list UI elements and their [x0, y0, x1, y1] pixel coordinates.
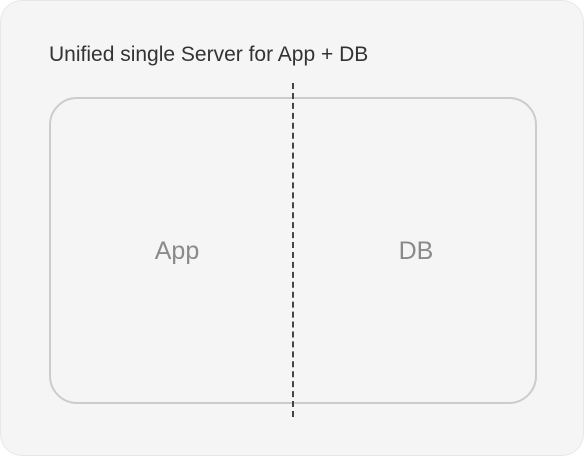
db-section-label: DB	[398, 237, 434, 265]
app-section-label: App	[154, 237, 200, 265]
diagram-title: Unified single Server for App + DB	[49, 43, 369, 66]
app-db-divider	[292, 83, 294, 417]
